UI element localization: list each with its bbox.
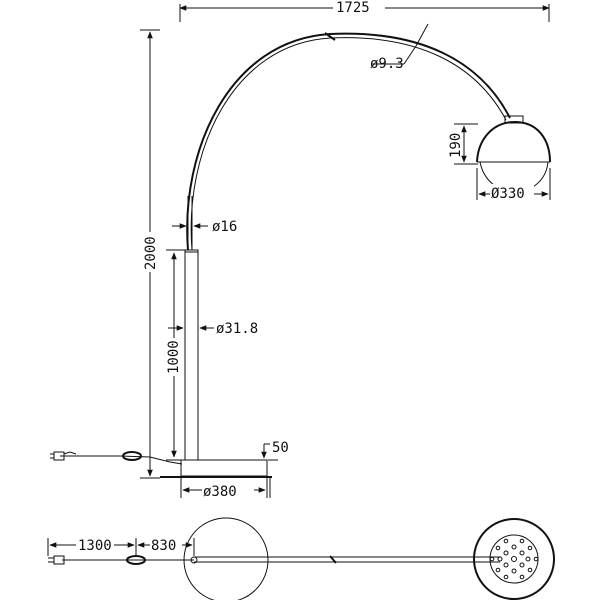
- label-lower-pole-height: 1000: [166, 340, 182, 374]
- label-base-diameter: ø380: [203, 484, 237, 500]
- dimension-shade-height: 190: [448, 123, 478, 165]
- plan-view: [183, 517, 555, 600]
- power-cable-plan: [48, 555, 194, 565]
- dimension-upper-pole: ø16: [172, 219, 237, 235]
- label-lower-pole-diameter: ø31.8: [216, 321, 258, 337]
- lamp-shade: [476, 115, 551, 193]
- lamp-arc: [186, 32, 511, 251]
- dimension-lower-pole-height: 1000: [164, 249, 186, 461]
- label-arc-tube-diameter: ø9.3: [370, 56, 404, 72]
- dimension-arc-tube: ø9.3: [370, 23, 429, 72]
- dimension-base-diameter: ø380: [180, 478, 271, 500]
- dimension-total-width: 1725: [179, 0, 550, 22]
- upper-pole: [187, 196, 193, 250]
- label-shade-diameter: Ø330: [491, 186, 525, 202]
- label-base-height: 50: [272, 440, 289, 456]
- dimension-base-height: 50: [261, 440, 289, 461]
- dimension-lower-pole: ø31.8: [168, 321, 258, 337]
- lamp-base: [160, 459, 272, 478]
- label-cable-to-switch: 830: [151, 538, 176, 554]
- label-upper-pole-diameter: ø16: [212, 219, 237, 235]
- power-cable-side: [50, 451, 183, 465]
- dimension-total-height: 2000: [140, 29, 160, 479]
- dimension-cable-to-switch: 830: [137, 536, 195, 556]
- label-cable-length: 1300: [78, 538, 112, 554]
- lower-pole: [184, 249, 199, 461]
- label-shade-height: 190: [448, 133, 464, 158]
- label-total-height: 2000: [143, 236, 159, 270]
- dimension-cable-length: 1300: [47, 536, 137, 556]
- label-total-width: 1725: [336, 0, 370, 16]
- shade-perforation-pattern: [489, 538, 539, 580]
- dimension-shade-diameter: Ø330: [476, 168, 551, 202]
